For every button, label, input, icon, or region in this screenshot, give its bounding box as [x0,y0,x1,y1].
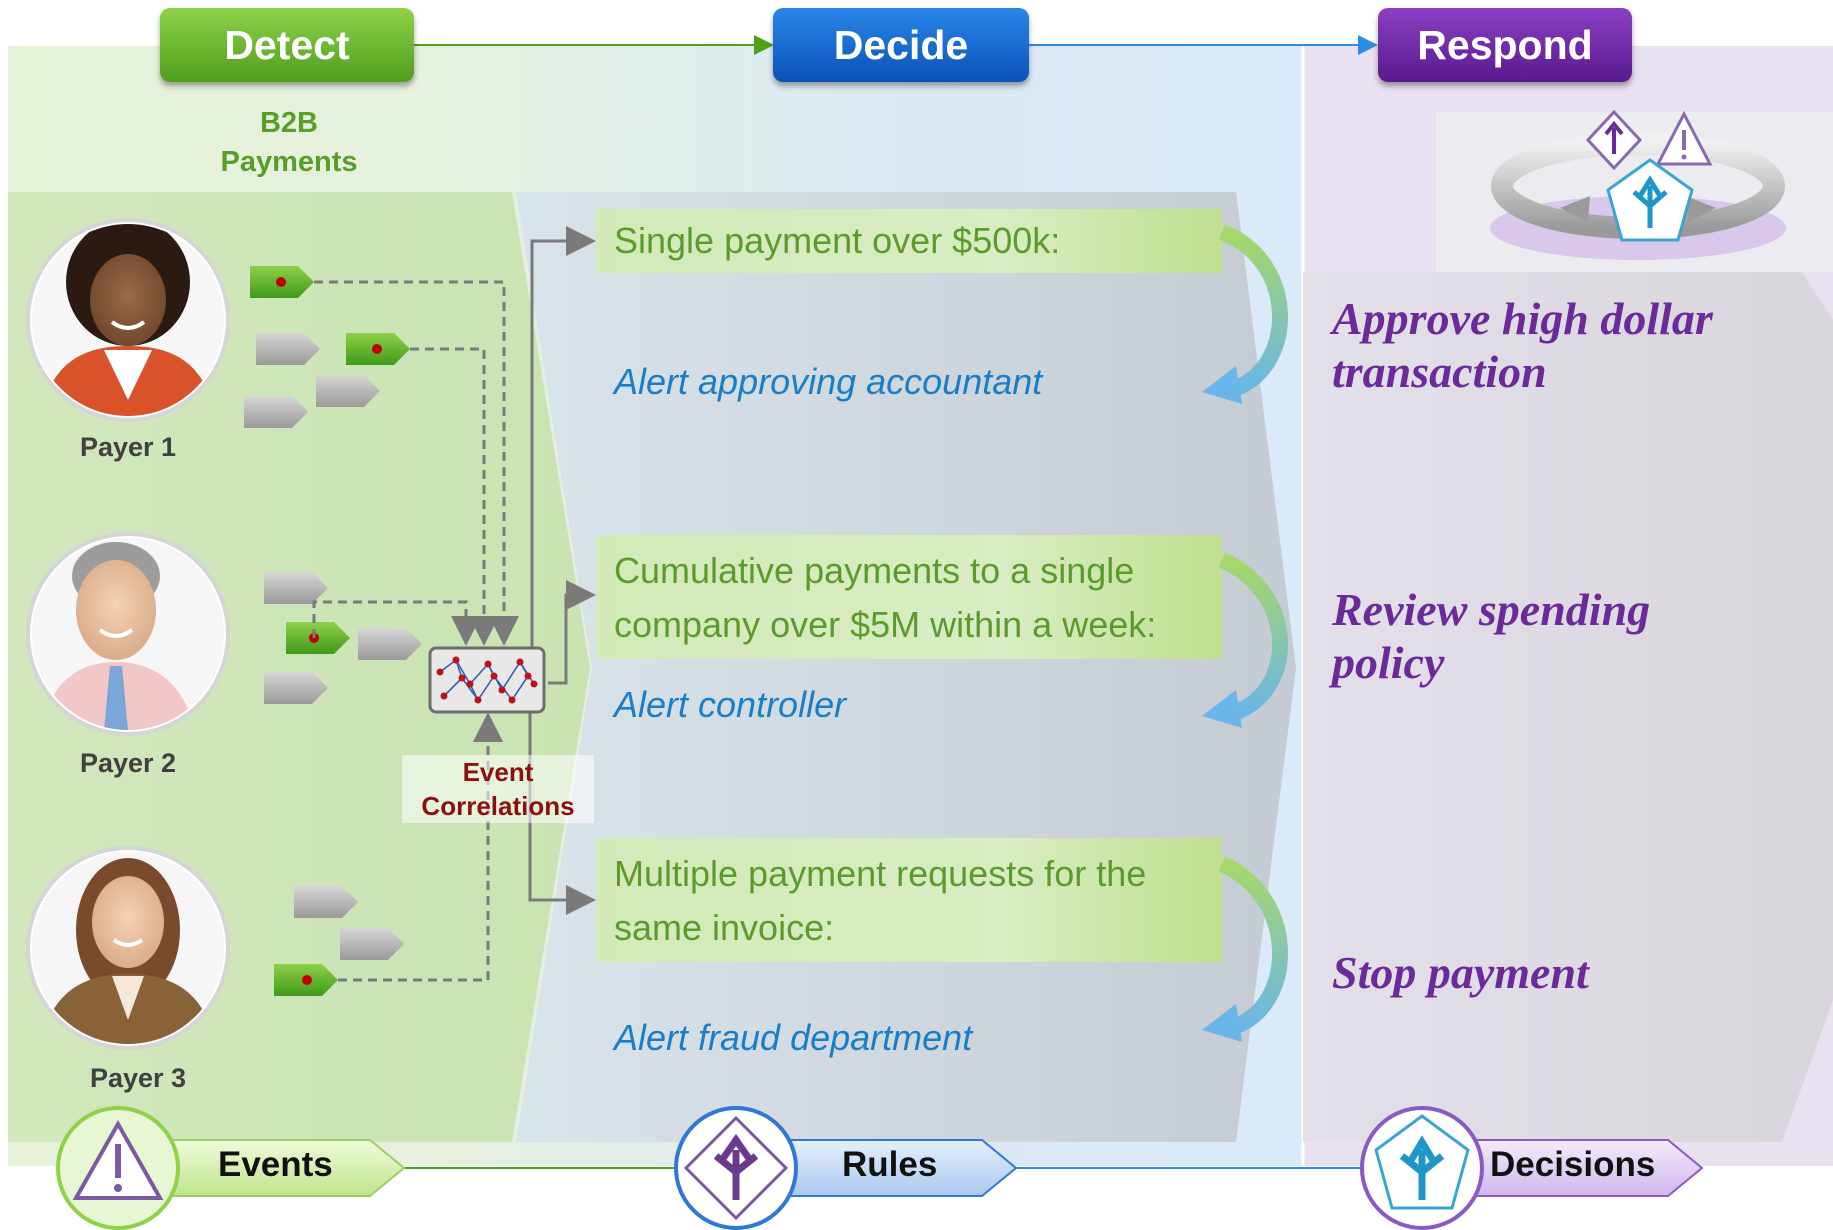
curved-arrow-1 [1202,224,1288,404]
legend-decisions-label: Decisions [1490,1145,1656,1184]
section-title: B2B Payments [220,107,358,178]
rule-bar-2 [596,535,1222,659]
rule-2-action: Alert controller [614,684,847,725]
respond-stage-button: Respond [1378,8,1632,82]
event-correlations-label: Event Correlations [402,755,594,823]
decision-2: Review spending policy [1332,584,1651,688]
payer-2-label: Payer 2 [79,748,177,778]
payer-1-avatar [26,218,230,422]
payer-3-label: Payer 3 [89,1063,187,1093]
payer-1-label: Payer 1 [79,432,177,462]
legend-rules-label: Rules [842,1145,938,1184]
rule-1-action: Alert approving accountant [614,361,1043,402]
curved-arrow-3 [1202,856,1288,1042]
decision-1: Approve high dollar transaction [1332,293,1713,397]
rule-3-condition: Multiple payment requests for the same i… [614,853,1147,948]
curved-arrow-2 [1202,552,1288,728]
fork-arrow-pentagon-icon [1360,1106,1484,1230]
respond-chevron [1303,272,1833,1142]
payer-2-avatar [26,532,230,736]
legend-events-label: Events [218,1145,333,1184]
payer-3-avatar [26,846,230,1050]
event-correlation-network-icon [428,646,546,714]
rule-2-condition: Cumulative payments to a single company … [614,550,1157,645]
detect-stage-button: Detect [160,8,414,82]
warning-triangle-icon [56,1106,180,1230]
correlation-dashed-lines [312,280,519,982]
decision-3: Stop payment [1332,947,1589,998]
decide-stage-button: Decide [773,8,1029,82]
decide-chevron [516,192,1296,1142]
rule-bar-1 [596,209,1222,273]
event-tags [244,266,422,996]
decision-cycle-graphic [1436,109,1833,272]
rule-bar-3 [596,838,1222,962]
rule-3-action: Alert fraud department [614,1017,973,1058]
fork-arrow-diamond-icon [674,1106,798,1230]
rule-1-condition: Single payment over $500k: [614,220,1061,261]
